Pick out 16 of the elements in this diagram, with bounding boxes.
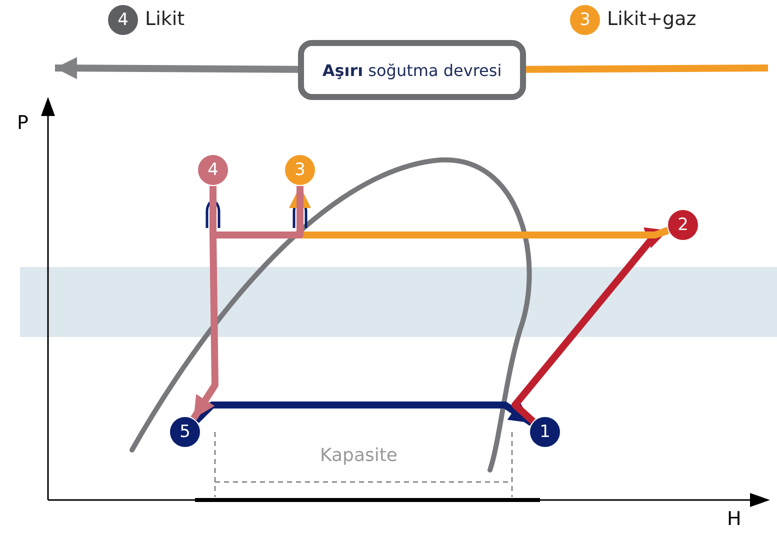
label-box [298, 40, 526, 100]
number-badge: 3 [570, 5, 600, 35]
state-label: Likit [145, 8, 185, 30]
box-label: Aşırı soğutma devresi [322, 60, 502, 80]
number-badge: 4 [198, 155, 228, 185]
axis-label: P [17, 112, 28, 134]
number-badge: 4 [108, 5, 138, 35]
number-badge: 3 [285, 155, 315, 185]
arrow [54, 57, 298, 80]
state-label: Likit+gaz [607, 8, 696, 30]
number-badge: 1 [530, 417, 560, 447]
number-badge: 5 [170, 417, 200, 447]
axis-label: H [727, 508, 742, 530]
dimension-label: Kapasite [320, 445, 398, 466]
number-badge: 2 [668, 210, 698, 240]
arrow [194, 402, 534, 426]
